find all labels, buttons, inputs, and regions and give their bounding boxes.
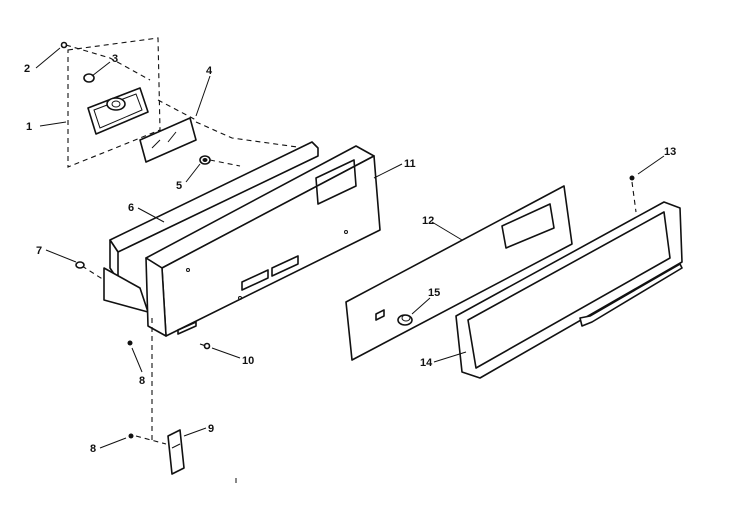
part-10-screw (203, 342, 211, 350)
callout-13: 13 (664, 146, 676, 158)
part-8-screw-lower (128, 433, 134, 439)
callout-8-upper: 8 (139, 375, 145, 387)
callout-7: 7 (36, 245, 42, 257)
callout-10: 10 (242, 355, 254, 367)
callout-9: 9 (208, 423, 214, 435)
assembly-lines-lower (81, 265, 207, 445)
callout-5: 5 (176, 180, 182, 192)
callout-14: 14 (420, 357, 433, 369)
callout-2: 2 (24, 63, 30, 75)
callout-11: 11 (404, 158, 416, 170)
part-15-knob (397, 314, 413, 326)
part-11-backguard-housing (145, 145, 381, 337)
part-14-trim-frame (455, 201, 683, 379)
part-2-screw (60, 41, 68, 49)
callout-3: 3 (112, 53, 118, 65)
part-13-screw (629, 175, 637, 213)
part-1-switch-assembly-box (67, 37, 161, 168)
part-9-bracket (167, 429, 185, 475)
part-3-switch (83, 73, 149, 135)
callout-12: 12 (422, 215, 434, 227)
part-5-knob (199, 155, 211, 165)
part-8-screw-upper (127, 340, 133, 346)
callout-4: 4 (206, 65, 213, 77)
callout-8-lower: 8 (90, 443, 96, 455)
leader-lines (35, 47, 665, 449)
callout-1: 1 (26, 121, 32, 133)
callout-6: 6 (128, 202, 134, 214)
part-4-lens-plate (139, 117, 197, 163)
part-7-clip (75, 261, 85, 269)
callout-15: 15 (428, 287, 440, 299)
assembly-lines-upper (65, 44, 319, 167)
callout-labels: 2 3 1 4 5 6 7 8 8 9 10 11 12 13 14 15 (24, 53, 676, 455)
